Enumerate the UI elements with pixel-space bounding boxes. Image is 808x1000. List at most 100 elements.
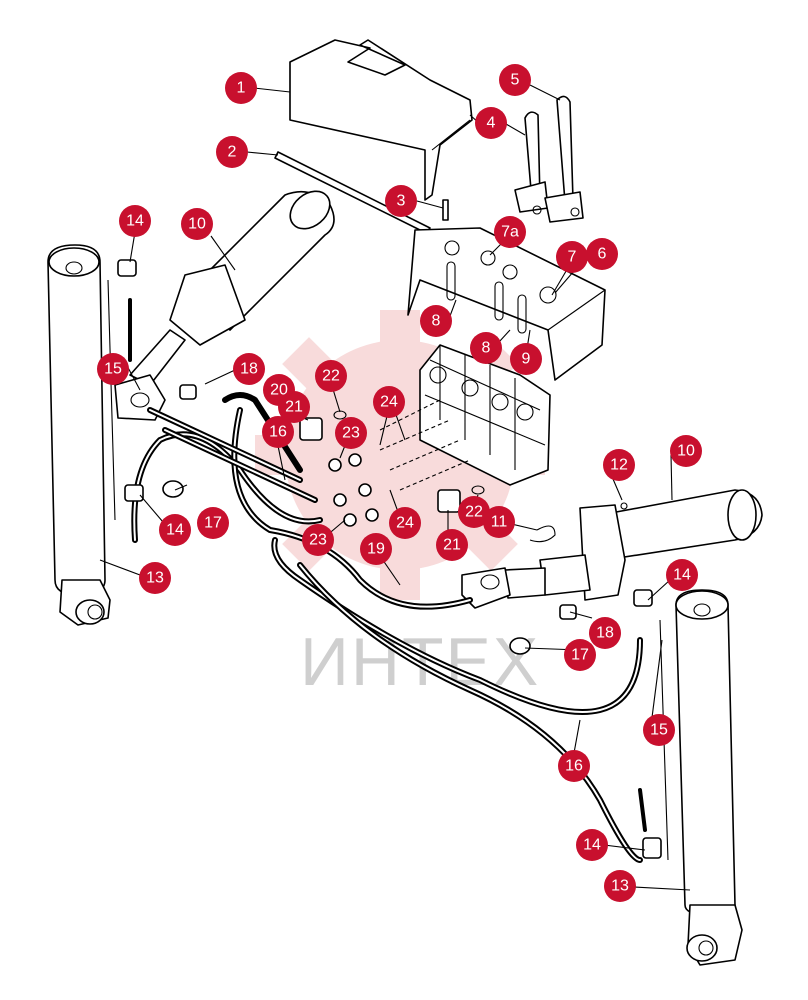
callout-14-bottom-right: 14 <box>576 829 608 861</box>
callout-number: 7a <box>501 224 519 241</box>
callouts: 1 2 3 4 5 7a 7 6 8 8 9 10 10 11 12 13 13… <box>97 64 702 902</box>
callout-number: 14 <box>126 213 144 230</box>
callout-number: 11 <box>491 514 508 531</box>
callout-number: 23 <box>309 532 327 549</box>
callout-8-lower: 8 <box>470 332 502 364</box>
callout-13-right: 13 <box>604 870 636 902</box>
callout-number: 16 <box>565 758 583 775</box>
callout-17-left: 17 <box>197 507 229 539</box>
callout-badge <box>262 416 294 448</box>
callout-number: 13 <box>611 878 629 895</box>
callout-number: 19 <box>367 541 385 558</box>
part-levers <box>514 95 584 223</box>
callout-number: 18 <box>596 625 614 642</box>
callout-number: 3 <box>397 193 406 210</box>
callout-badge <box>159 514 191 546</box>
callout-badge <box>335 417 367 449</box>
callout-badge <box>458 496 490 528</box>
callout-number: 21 <box>443 537 461 554</box>
callout-number: 22 <box>465 504 483 521</box>
callout-number: 1 <box>237 80 246 97</box>
callout-1: 1 <box>225 72 257 104</box>
callout-number: 4 <box>487 115 496 132</box>
callout-badge <box>564 639 596 671</box>
callout-badge <box>483 506 515 538</box>
callout-number: 2 <box>228 144 237 161</box>
part-cylinder-vertical-left <box>47 244 111 626</box>
callout-16-right: 16 <box>558 750 590 782</box>
callout-17-right: 17 <box>564 639 596 671</box>
callout-badge <box>97 353 129 385</box>
callout-16-left: 16 <box>262 416 294 448</box>
callout-18-left: 18 <box>233 353 265 385</box>
callout-15-right: 15 <box>643 714 675 746</box>
callout-18-right: 18 <box>589 617 621 649</box>
callout-badge <box>666 559 698 591</box>
callout-number: 8 <box>432 313 441 330</box>
callout-10-right: 10 <box>670 435 702 467</box>
callout-23-lower: 23 <box>302 524 334 556</box>
callout-7: 7 <box>556 241 588 273</box>
callout-number: 6 <box>598 246 607 263</box>
callout-23-upper: 23 <box>335 417 367 449</box>
callout-number: 12 <box>610 457 628 474</box>
callout-badge <box>420 305 452 337</box>
callout-21-lower: 21 <box>436 529 468 561</box>
callout-number: 15 <box>104 361 122 378</box>
callout-badge <box>373 386 405 418</box>
callout-badge <box>670 435 702 467</box>
callout-21-upper: 21 <box>278 391 310 423</box>
callout-number: 23 <box>342 425 360 442</box>
callout-badge <box>360 533 392 565</box>
callout-6: 6 <box>586 238 618 270</box>
callout-9: 9 <box>510 343 542 375</box>
callout-badge <box>139 562 171 594</box>
callout-badge <box>576 829 608 861</box>
callout-number: 14 <box>166 522 184 539</box>
callout-badge <box>302 524 334 556</box>
callout-badge <box>475 107 507 139</box>
callout-number: 17 <box>571 647 589 664</box>
callout-number: 10 <box>677 443 695 460</box>
callout-14-mid-right: 14 <box>666 559 698 591</box>
callout-badge <box>556 241 588 273</box>
callout-badge <box>119 205 151 237</box>
callout-number: 24 <box>396 515 414 532</box>
callout-number: 16 <box>269 424 287 441</box>
callout-22-upper: 22 <box>315 360 347 392</box>
part-cylinder-upper-left <box>114 190 335 421</box>
callout-number: 21 <box>285 399 303 416</box>
hoses <box>128 298 647 863</box>
callout-2: 2 <box>216 136 248 168</box>
callout-badge <box>385 185 417 217</box>
callout-number: 15 <box>650 722 668 739</box>
callout-badge <box>643 714 675 746</box>
callout-number: 7 <box>568 249 577 266</box>
callout-11: 11 <box>483 506 515 538</box>
callout-number: 14 <box>583 837 601 854</box>
callout-10-left: 10 <box>181 208 213 240</box>
callout-badge <box>181 208 213 240</box>
callout-number: 18 <box>240 361 258 378</box>
callout-badge <box>558 750 590 782</box>
callout-badge <box>604 870 636 902</box>
callout-8-upper: 8 <box>420 305 452 337</box>
fittings <box>107 259 669 861</box>
callout-badge <box>389 507 421 539</box>
part-pin <box>442 199 449 221</box>
callout-number: 5 <box>511 72 520 89</box>
callout-badge <box>436 529 468 561</box>
callout-badge <box>216 136 248 168</box>
callout-badge <box>315 360 347 392</box>
callout-5: 5 <box>499 64 531 96</box>
callout-badge <box>589 617 621 649</box>
callout-number: 22 <box>322 368 340 385</box>
callout-13-left: 13 <box>139 562 171 594</box>
callout-number: 24 <box>380 394 398 411</box>
callout-badge <box>494 216 526 248</box>
callout-14-mid-left: 14 <box>159 514 191 546</box>
callout-badge <box>233 353 265 385</box>
callout-number: 9 <box>522 351 531 368</box>
callout-7a: 7a <box>494 216 526 248</box>
